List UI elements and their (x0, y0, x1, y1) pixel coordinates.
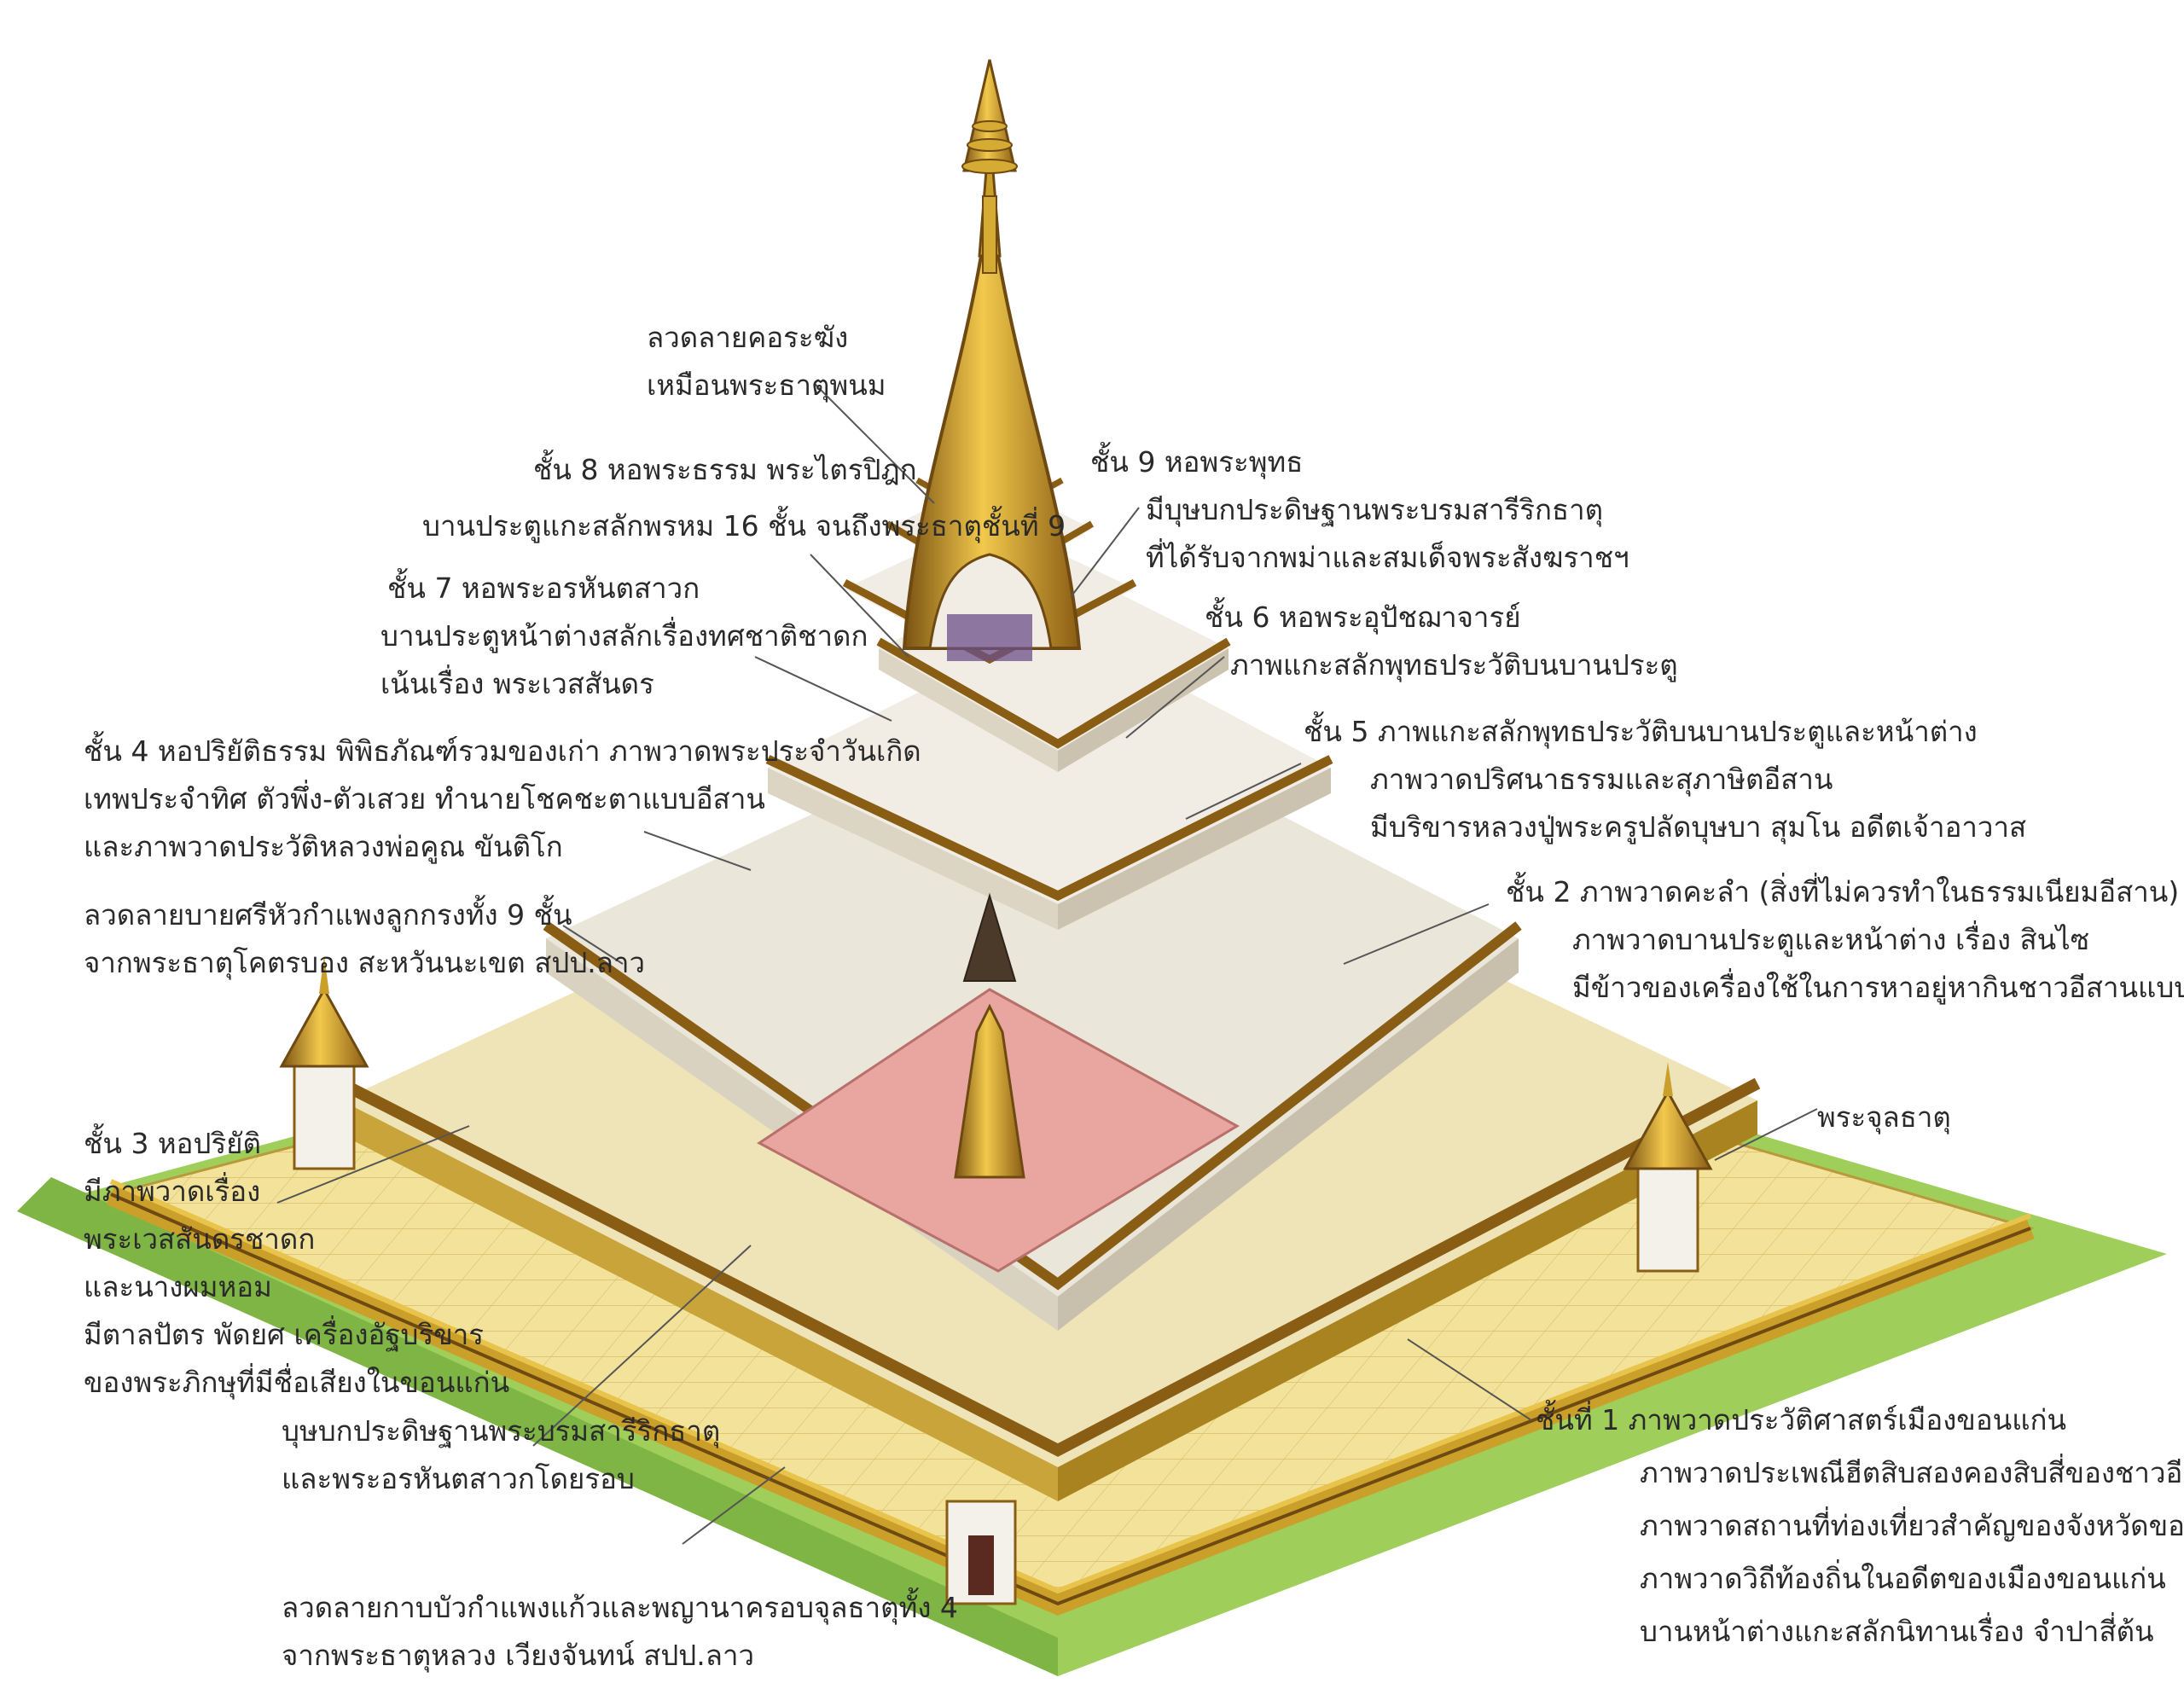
label-floor-5: ชั้น 5 ภาพแกะสลักพุทธประวัติบนบานประตูแล… (1304, 715, 2027, 844)
label-floor-9: ชั้น 9 หอพระพุทธ มีบุษบกประดิษฐานพระบรมส… (1090, 445, 1629, 574)
corner-stupa-right (1623, 1062, 1713, 1273)
label-floor-2: ชั้น 2 ภาพวาดคะลำ (สิ่งที่ไม่ควรทำในธรรม… (1506, 875, 2184, 1004)
label-floor-8: ชั้น 8 หอพระธรรม พระไตรปิฎก บานประตูแกะส… (422, 453, 1066, 543)
label-wall: ลวดลายกาบบัวกำแพงแก้วและพญานาครอบจุลธาตุ… (282, 1591, 958, 1672)
label-floor-6: ชั้น 6 หอพระอุปัชฌาจารย์ ภาพแกะสลักพุทธป… (1205, 601, 1678, 682)
corner-stupa-front (945, 1500, 1017, 1605)
label-floor-7: ชั้น 7 หอพระอรหันตสาวก บานประตูหน้าต่างส… (380, 572, 868, 700)
central-busabok (954, 892, 1025, 1179)
corner-stupa-left (279, 955, 369, 1170)
label-busabok: บุษบกประดิษฐานพระบรมสารีริกธาตุ และพระอร… (282, 1414, 721, 1495)
leader-lines (276, 383, 1818, 1545)
label-chula-that: พระจุลธาตุ (1817, 1100, 1951, 1134)
label-spire: ลวดลายคอระฆัง เหมือนพระธาตุพนม (647, 321, 886, 402)
label-railing: ลวดลายบายศรีหัวกำแพงลูกกรงทั้ง 9 ชั้น จา… (84, 898, 646, 979)
label-floor-3: ชั้น 3 หอปริยัติ มีภาพวาดเรื่อง พระเวสสั… (84, 1127, 510, 1399)
label-floor-1: ชั้นที่ 1 ภาพวาดประวัติศาสตร์เมืองขอนแก่… (1536, 1403, 2184, 1648)
label-floor-4: ชั้น 4 หอปริยัติธรรม พิพิธภัณฑ์รวมของเก่… (84, 734, 921, 863)
spire (902, 59, 1082, 661)
outer-wall (106, 1179, 2035, 1616)
